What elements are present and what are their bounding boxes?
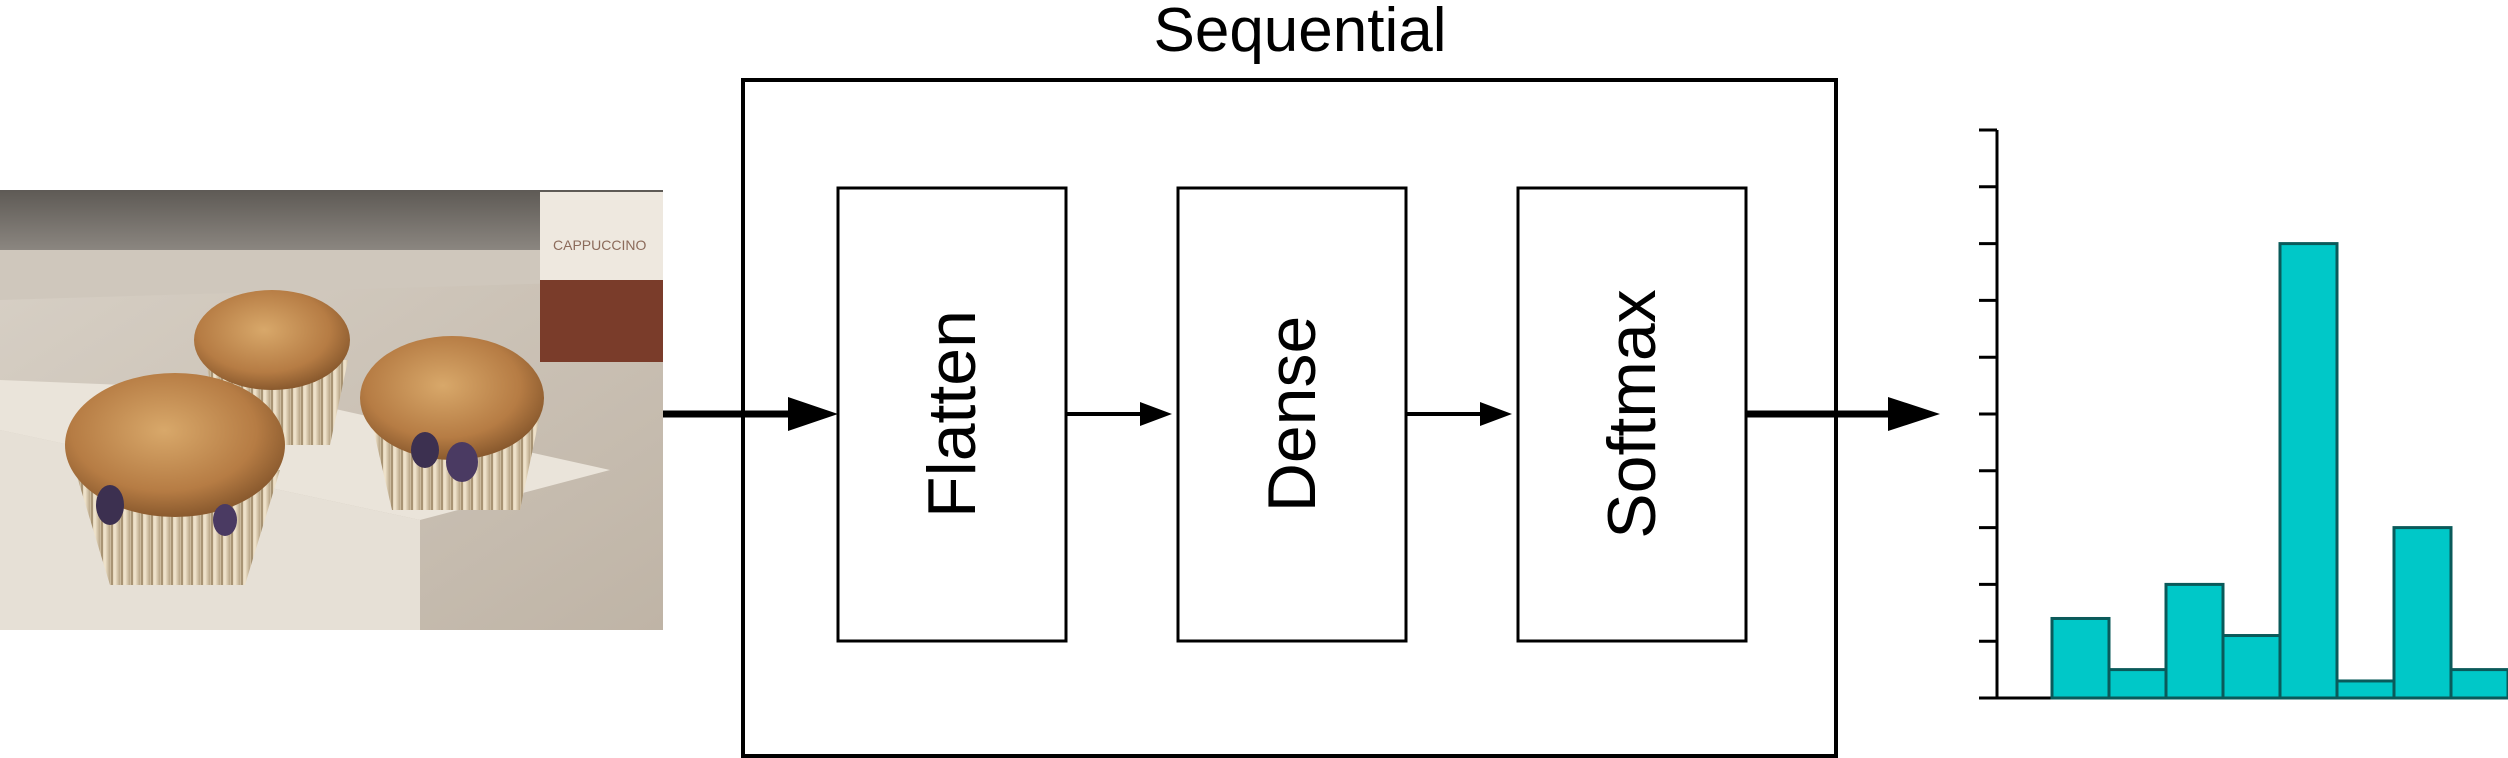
sequential-container (741, 78, 1838, 758)
layer-softmax-box (1516, 186, 1748, 643)
bar-8 (2449, 668, 2508, 700)
cup-shape: CAPPUCCINO (540, 192, 663, 362)
bar-1 (2050, 616, 2111, 700)
arrow-flatten-to-dense (1066, 402, 1172, 426)
arrow-input-to-flatten (663, 397, 838, 431)
bar-7 (2392, 526, 2453, 700)
bar-5 (2278, 242, 2339, 700)
bar-6 (2335, 679, 2396, 700)
muffin-right (360, 336, 544, 510)
bar-2 (2107, 668, 2168, 700)
layer-label-dense: Dense (1254, 315, 1330, 513)
cup-label: CAPPUCCINO (553, 237, 646, 253)
layer-label-flatten: Flatten (914, 310, 990, 518)
layer-dense-box (1176, 186, 1408, 643)
arrow-softmax-to-output (1746, 397, 1940, 431)
bar-4 (2221, 634, 2282, 700)
arrow-dense-to-softmax (1406, 402, 1512, 426)
output-histogram (1979, 128, 2508, 700)
muffin-front (65, 373, 285, 585)
bar-3 (2164, 582, 2225, 700)
muffin-back (194, 290, 350, 445)
sequential-title: Sequential (1153, 0, 1447, 65)
layer-label-softmax: Softmax (1594, 289, 1670, 539)
input-image: CAPPUCCINO (0, 190, 663, 630)
